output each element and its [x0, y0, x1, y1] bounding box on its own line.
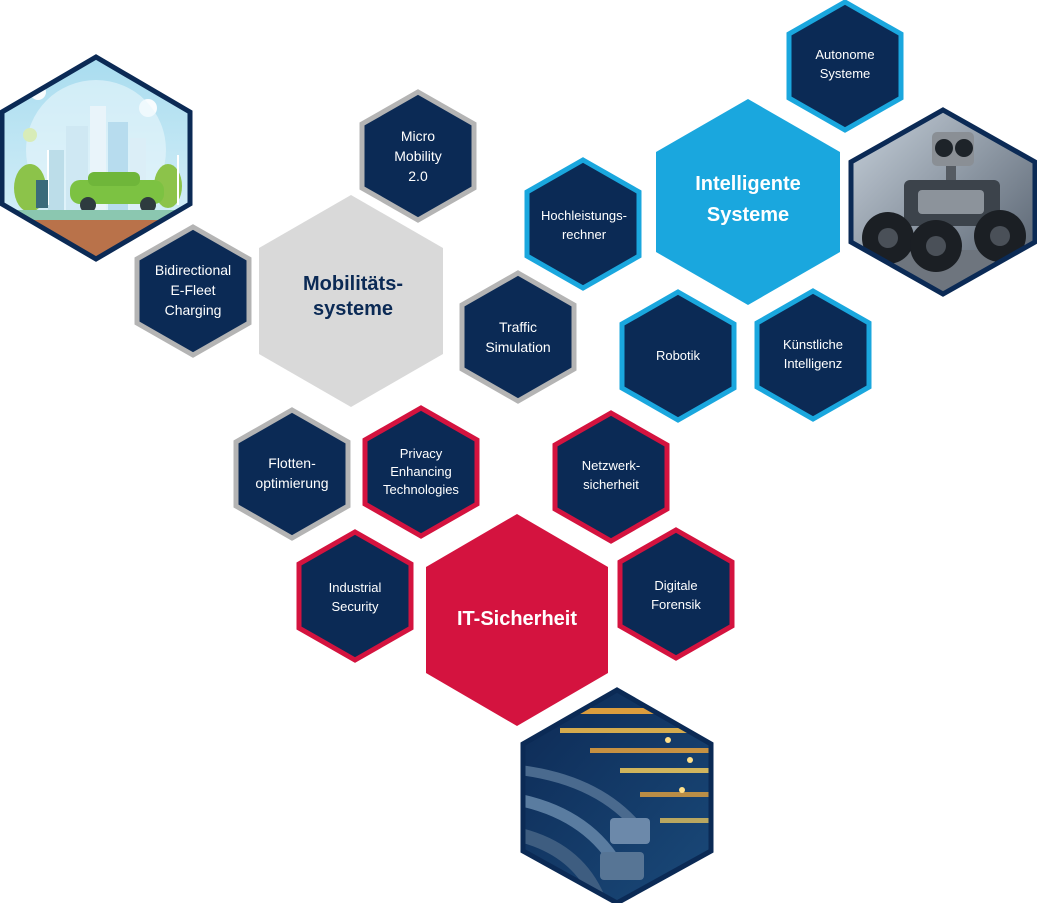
- flottenoptimierung-label: Flotten-optimierung: [255, 455, 328, 491]
- mobility-title-line: systeme: [313, 298, 393, 320]
- network-cables-image: [523, 690, 711, 903]
- netzwerksicherheit-label: Netzwerk-sicherheit: [582, 458, 641, 492]
- robot-image-border: [848, 107, 1037, 297]
- robotik-label: Robotik: [656, 348, 701, 363]
- privacy-enhancing-hexagon[interactable]: [362, 405, 480, 539]
- city-image-border: [0, 54, 193, 262]
- autonome-systeme-hexagon[interactable]: [786, 0, 904, 133]
- industrial-security-hexagon[interactable]: [296, 529, 414, 663]
- security-title-line: IT-Sicherheit: [457, 608, 577, 630]
- digitale-forensik-hexagon[interactable]: [617, 527, 735, 661]
- city-ev-charging-image: [2, 57, 190, 259]
- hochleistungsrechner-label: Hochleistungs-rechner: [541, 208, 627, 242]
- mobility-main-hexagon: [259, 195, 443, 407]
- robotik-hexagon[interactable]: [619, 289, 737, 423]
- security-title: IT-Sicherheit: [457, 608, 577, 630]
- kuenstliche-intelligenz-hexagon[interactable]: [754, 288, 872, 422]
- mobility-title: Mobilitäts-systeme: [303, 273, 403, 320]
- network-image-border: [520, 687, 714, 903]
- mobility-title-line: Mobilitäts-: [303, 273, 403, 295]
- hochleistungsrechner-hexagon[interactable]: [524, 157, 642, 291]
- intelligent-title-line: Systeme: [707, 204, 789, 226]
- netzwerksicherheit-hexagon[interactable]: [552, 410, 670, 544]
- traffic-simulation-hexagon[interactable]: [459, 270, 577, 404]
- micro-mobility-hexagon[interactable]: [359, 89, 477, 223]
- robot-rover-image: [851, 110, 1035, 294]
- intelligent-main-hexagon: [656, 99, 840, 305]
- security-main-hexagon: [426, 514, 608, 726]
- intelligent-title-line: Intelligente: [695, 173, 801, 195]
- bidirectional-charging-hexagon[interactable]: [134, 224, 252, 358]
- flottenoptimierung-hexagon[interactable]: [233, 407, 351, 541]
